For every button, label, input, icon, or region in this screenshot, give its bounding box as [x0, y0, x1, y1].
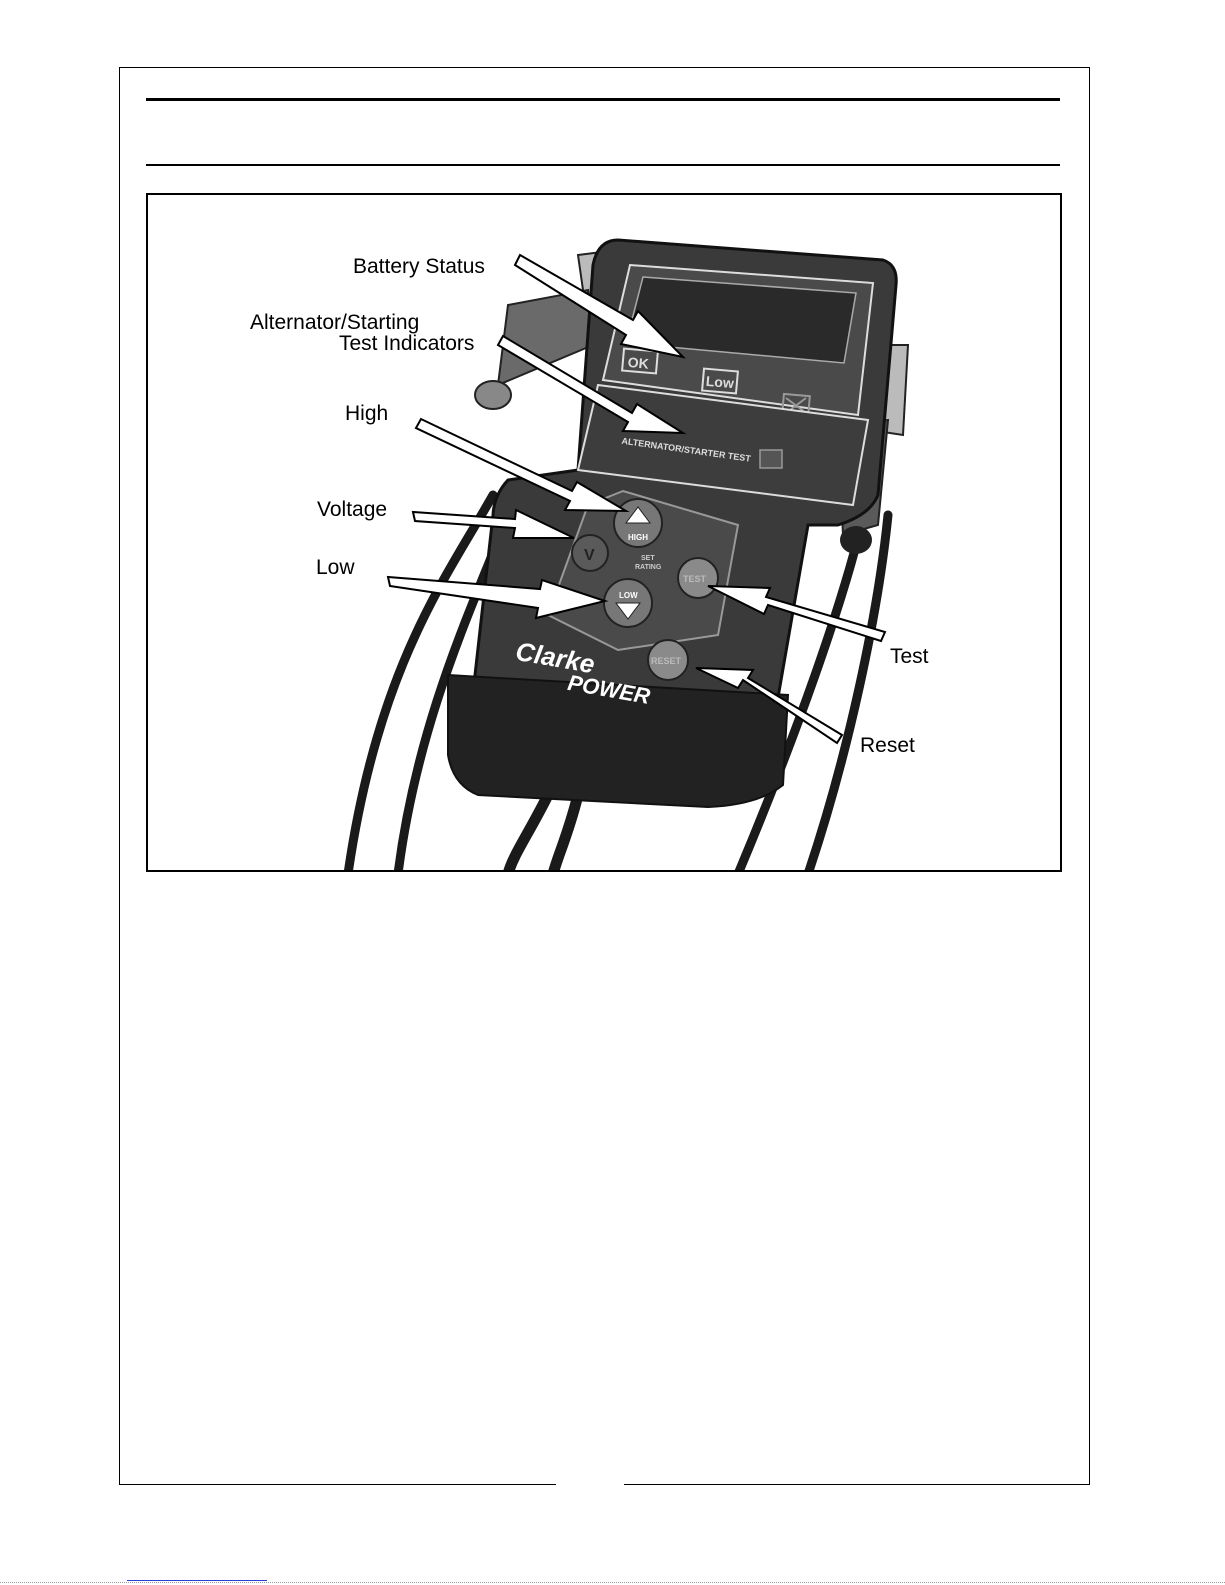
low-indicator-label: Low: [705, 373, 734, 391]
ok-indicator-label: OK: [627, 354, 649, 372]
callout-alternator-line2: Test Indicators: [339, 333, 474, 354]
low-button-label: LOW: [619, 591, 638, 600]
callout-battery-status: Battery Status: [353, 256, 485, 277]
footer-link-underline: [127, 1580, 267, 1581]
footer-page-number-gap: [556, 1478, 624, 1490]
callout-alternator-line1: Alternator/Starting: [250, 312, 419, 333]
set-rating-line2: RATING: [635, 564, 662, 571]
test-button-label: TEST: [683, 574, 707, 584]
starter-indicator-icon: [760, 450, 782, 468]
high-button-label: HIGH: [628, 533, 648, 542]
callout-reset: Reset: [860, 735, 915, 756]
callout-low: Low: [316, 557, 355, 578]
set-rating-line1: SET: [641, 555, 655, 562]
header-rule-bottom: [146, 164, 1060, 166]
device-figure: OK Low ALTERNATOR/STARTER TEST HIGH V SE…: [146, 193, 1062, 872]
callout-test: Test: [890, 646, 929, 667]
callout-high: High: [345, 403, 388, 424]
reset-button-label: RESET: [651, 656, 682, 666]
voltage-glyph: V: [584, 547, 595, 564]
callout-voltage: Voltage: [317, 499, 387, 520]
page-bottom-edge: [0, 1582, 1225, 1583]
battery-tester-illustration: OK Low ALTERNATOR/STARTER TEST HIGH V SE…: [148, 195, 1062, 872]
header-rule-top: [146, 98, 1060, 101]
